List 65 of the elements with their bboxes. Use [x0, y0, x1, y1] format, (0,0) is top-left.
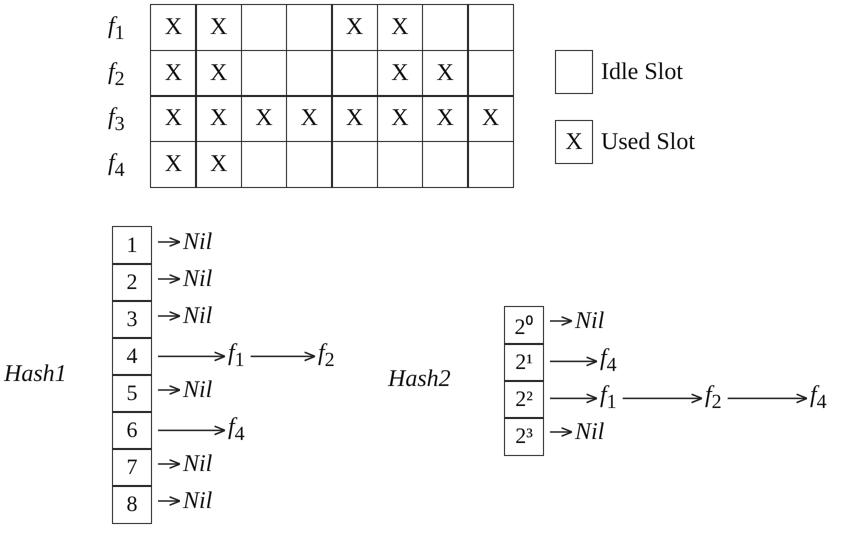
arrow [158, 425, 226, 436]
row-label: f$_{4}$ [108, 148, 125, 182]
legend-label: Idle Slot [601, 58, 683, 86]
flow-entry-text: f$_{1}$ [600, 381, 617, 416]
hash-bucket: 3 [112, 300, 152, 338]
nil-pointer-text: Nil [183, 265, 212, 293]
arrow [550, 356, 598, 366]
row-label: f$_{1}$ [108, 12, 125, 46]
used-slot-cell: X [286, 95, 333, 142]
flow-entry-text: f$_{2}$ [705, 381, 722, 416]
nil-pointer-text: Nil [575, 307, 604, 335]
hash-bucket: 2³ [504, 417, 544, 456]
legend-used-slot-sample: X [555, 120, 593, 164]
flow-entry-text: f$_{1}$ [228, 339, 245, 374]
used-slot-cell: X [195, 4, 242, 51]
arrow [158, 311, 181, 321]
nil-pointer-text: Nil [183, 302, 212, 330]
nil-pointer-text: Nil [183, 450, 212, 478]
used-slot-cell: X [331, 4, 378, 51]
arrow [622, 393, 703, 404]
nil-pointer-text: Nil [575, 418, 604, 446]
nil-pointer-text: Nil [183, 487, 212, 515]
arrow [250, 351, 316, 362]
row-label: f$_{2}$ [108, 58, 125, 92]
arrow [550, 316, 573, 326]
flow-entry-text: f$_{4}$ [810, 381, 827, 416]
used-slot-cell: X [150, 4, 197, 51]
hash-bucket: 2⁰ [504, 306, 544, 344]
used-slot-cell: X [467, 95, 514, 142]
hash-bucket: 1 [112, 226, 152, 264]
flow-entry-text: f$_{4}$ [600, 344, 617, 379]
arrow [158, 385, 181, 395]
hash-bucket: 8 [112, 485, 152, 524]
nil-pointer-text: Nil [183, 376, 212, 404]
arrow [158, 274, 181, 284]
arrow [550, 393, 598, 404]
used-slot-cell: X [150, 95, 197, 142]
used-slot-cell: X [195, 50, 242, 96]
hash-bucket: 2² [504, 380, 544, 418]
row-label: f$_{3}$ [108, 103, 125, 137]
used-slot-cell: X [195, 140, 242, 188]
arrow [158, 237, 181, 247]
used-slot-cell: X [331, 95, 378, 142]
used-slot-cell: X [422, 50, 469, 96]
hash-table-label: Hash2 [388, 365, 451, 393]
hash-bucket: 7 [112, 448, 152, 486]
hash-table-label: Hash1 [4, 360, 67, 388]
arrow [550, 427, 573, 437]
arrow [728, 393, 808, 404]
hash-bucket: 4 [112, 337, 152, 376]
used-slot-cell: X [422, 95, 469, 142]
hash-bucket: 2 [112, 263, 152, 302]
arrow [158, 351, 226, 362]
hash-bucket: 6 [112, 411, 152, 450]
used-slot-cell: X [150, 140, 197, 188]
nil-pointer-text: Nil [183, 228, 212, 256]
hash-bucket: 5 [112, 374, 152, 412]
used-slot-cell: X [195, 95, 242, 142]
legend-label: Used Slot [601, 128, 696, 156]
arrow [158, 459, 181, 469]
flow-entry-text: f$_{4}$ [228, 413, 245, 448]
hash-bucket: 2¹ [504, 343, 544, 382]
arrow [158, 496, 181, 506]
flow-entry-text: f$_{2}$ [318, 339, 335, 374]
used-slot-cell: X [150, 50, 197, 96]
